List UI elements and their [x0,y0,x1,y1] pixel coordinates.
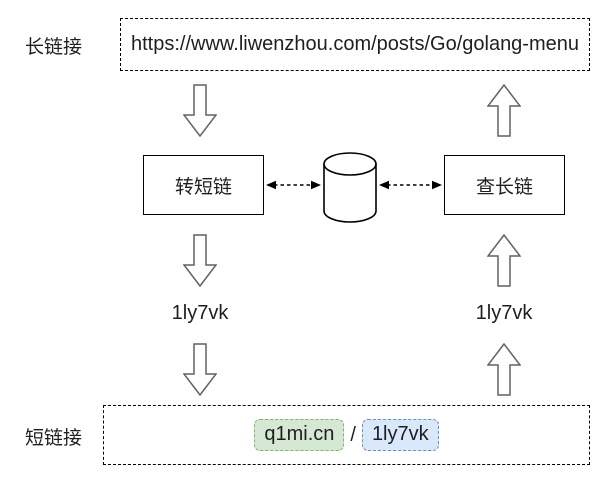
database-cylinder-icon [323,152,377,223]
block-arrow-up-icon [487,343,521,396]
block-arrow-down-icon [183,234,217,287]
long-url-text: https://www.liwenzhou.com/posts/Go/golan… [131,33,579,55]
short-url-box: q1mi.cn / 1ly7vk [103,405,590,465]
block-arrow-down-icon [183,84,217,137]
short-code-right: 1ly7vk [475,302,533,324]
shorten-process-label: 转短链 [174,176,232,198]
long-url-box: https://www.liwenzhou.com/posts/Go/golan… [120,18,590,71]
code-chip: 1ly7vk [361,419,439,451]
short-url-content: q1mi.cn / 1ly7vk [254,419,439,451]
short-link-label: 短链接 [25,428,83,449]
shorten-process-box: 转短链 [143,155,264,215]
lookup-process-box: 查长链 [444,155,565,215]
dashed-double-arrow-icon [378,179,443,191]
block-arrow-down-icon [183,343,217,396]
dashed-double-arrow-icon [265,179,322,191]
url-separator: / [350,423,356,446]
block-arrow-up-icon [487,234,521,287]
block-arrow-up-icon [487,84,521,137]
lookup-process-label: 查长链 [475,176,533,198]
domain-chip: q1mi.cn [254,419,345,451]
short-code-left: 1ly7vk [171,302,229,324]
long-link-label: 长链接 [25,37,83,58]
